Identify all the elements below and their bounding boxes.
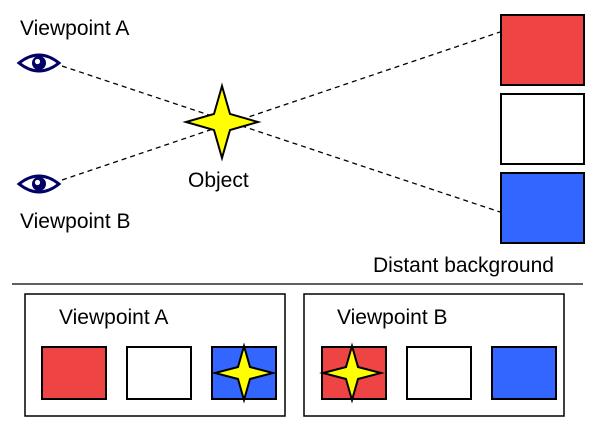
panel-viewpoint-b: Viewpoint B [303, 293, 565, 417]
panel-b-star-icon [319, 342, 385, 404]
panel-b-square-blue [491, 346, 557, 400]
panel-a-title: Viewpoint A [59, 306, 168, 329]
sight-lines [61, 31, 501, 213]
object-star-icon [182, 82, 262, 162]
background-square-blue [500, 172, 585, 244]
viewpoint-a-eye-icon [16, 53, 62, 73]
panel-viewpoint-a: Viewpoint A [24, 293, 286, 417]
object-label: Object [188, 169, 249, 192]
panel-a-square-red [41, 346, 107, 400]
sight-line-b [61, 31, 501, 181]
panel-a-frame [24, 293, 286, 417]
background-square-red [500, 14, 585, 86]
sight-line-a [61, 65, 501, 213]
viewpoint-b-eye-icon [16, 174, 62, 194]
panel-b-title: Viewpoint B [337, 306, 448, 329]
background-square-white [500, 93, 585, 165]
viewpoint-a-label: Viewpoint A [20, 17, 129, 40]
panel-b-frame [303, 293, 565, 417]
panel-a-star-icon [211, 342, 277, 404]
panel-b-square-white [406, 346, 472, 400]
distant-background-label: Distant background [373, 254, 554, 277]
viewpoint-b-label: Viewpoint B [20, 210, 131, 233]
panel-a-square-white [126, 346, 192, 400]
